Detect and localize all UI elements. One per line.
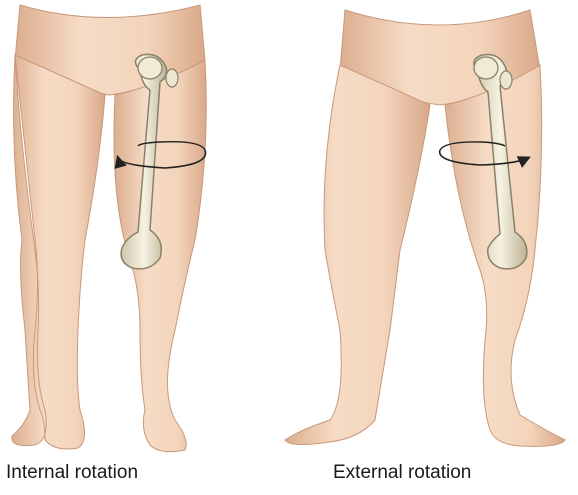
right-figure-right-leg bbox=[285, 65, 430, 445]
caption-external-rotation: External rotation bbox=[333, 462, 471, 484]
right-legs bbox=[285, 10, 565, 446]
caption-internal-rotation: Internal rotation bbox=[6, 462, 138, 484]
left-legs bbox=[12, 5, 206, 452]
left-figure-right-leg bbox=[12, 55, 105, 449]
